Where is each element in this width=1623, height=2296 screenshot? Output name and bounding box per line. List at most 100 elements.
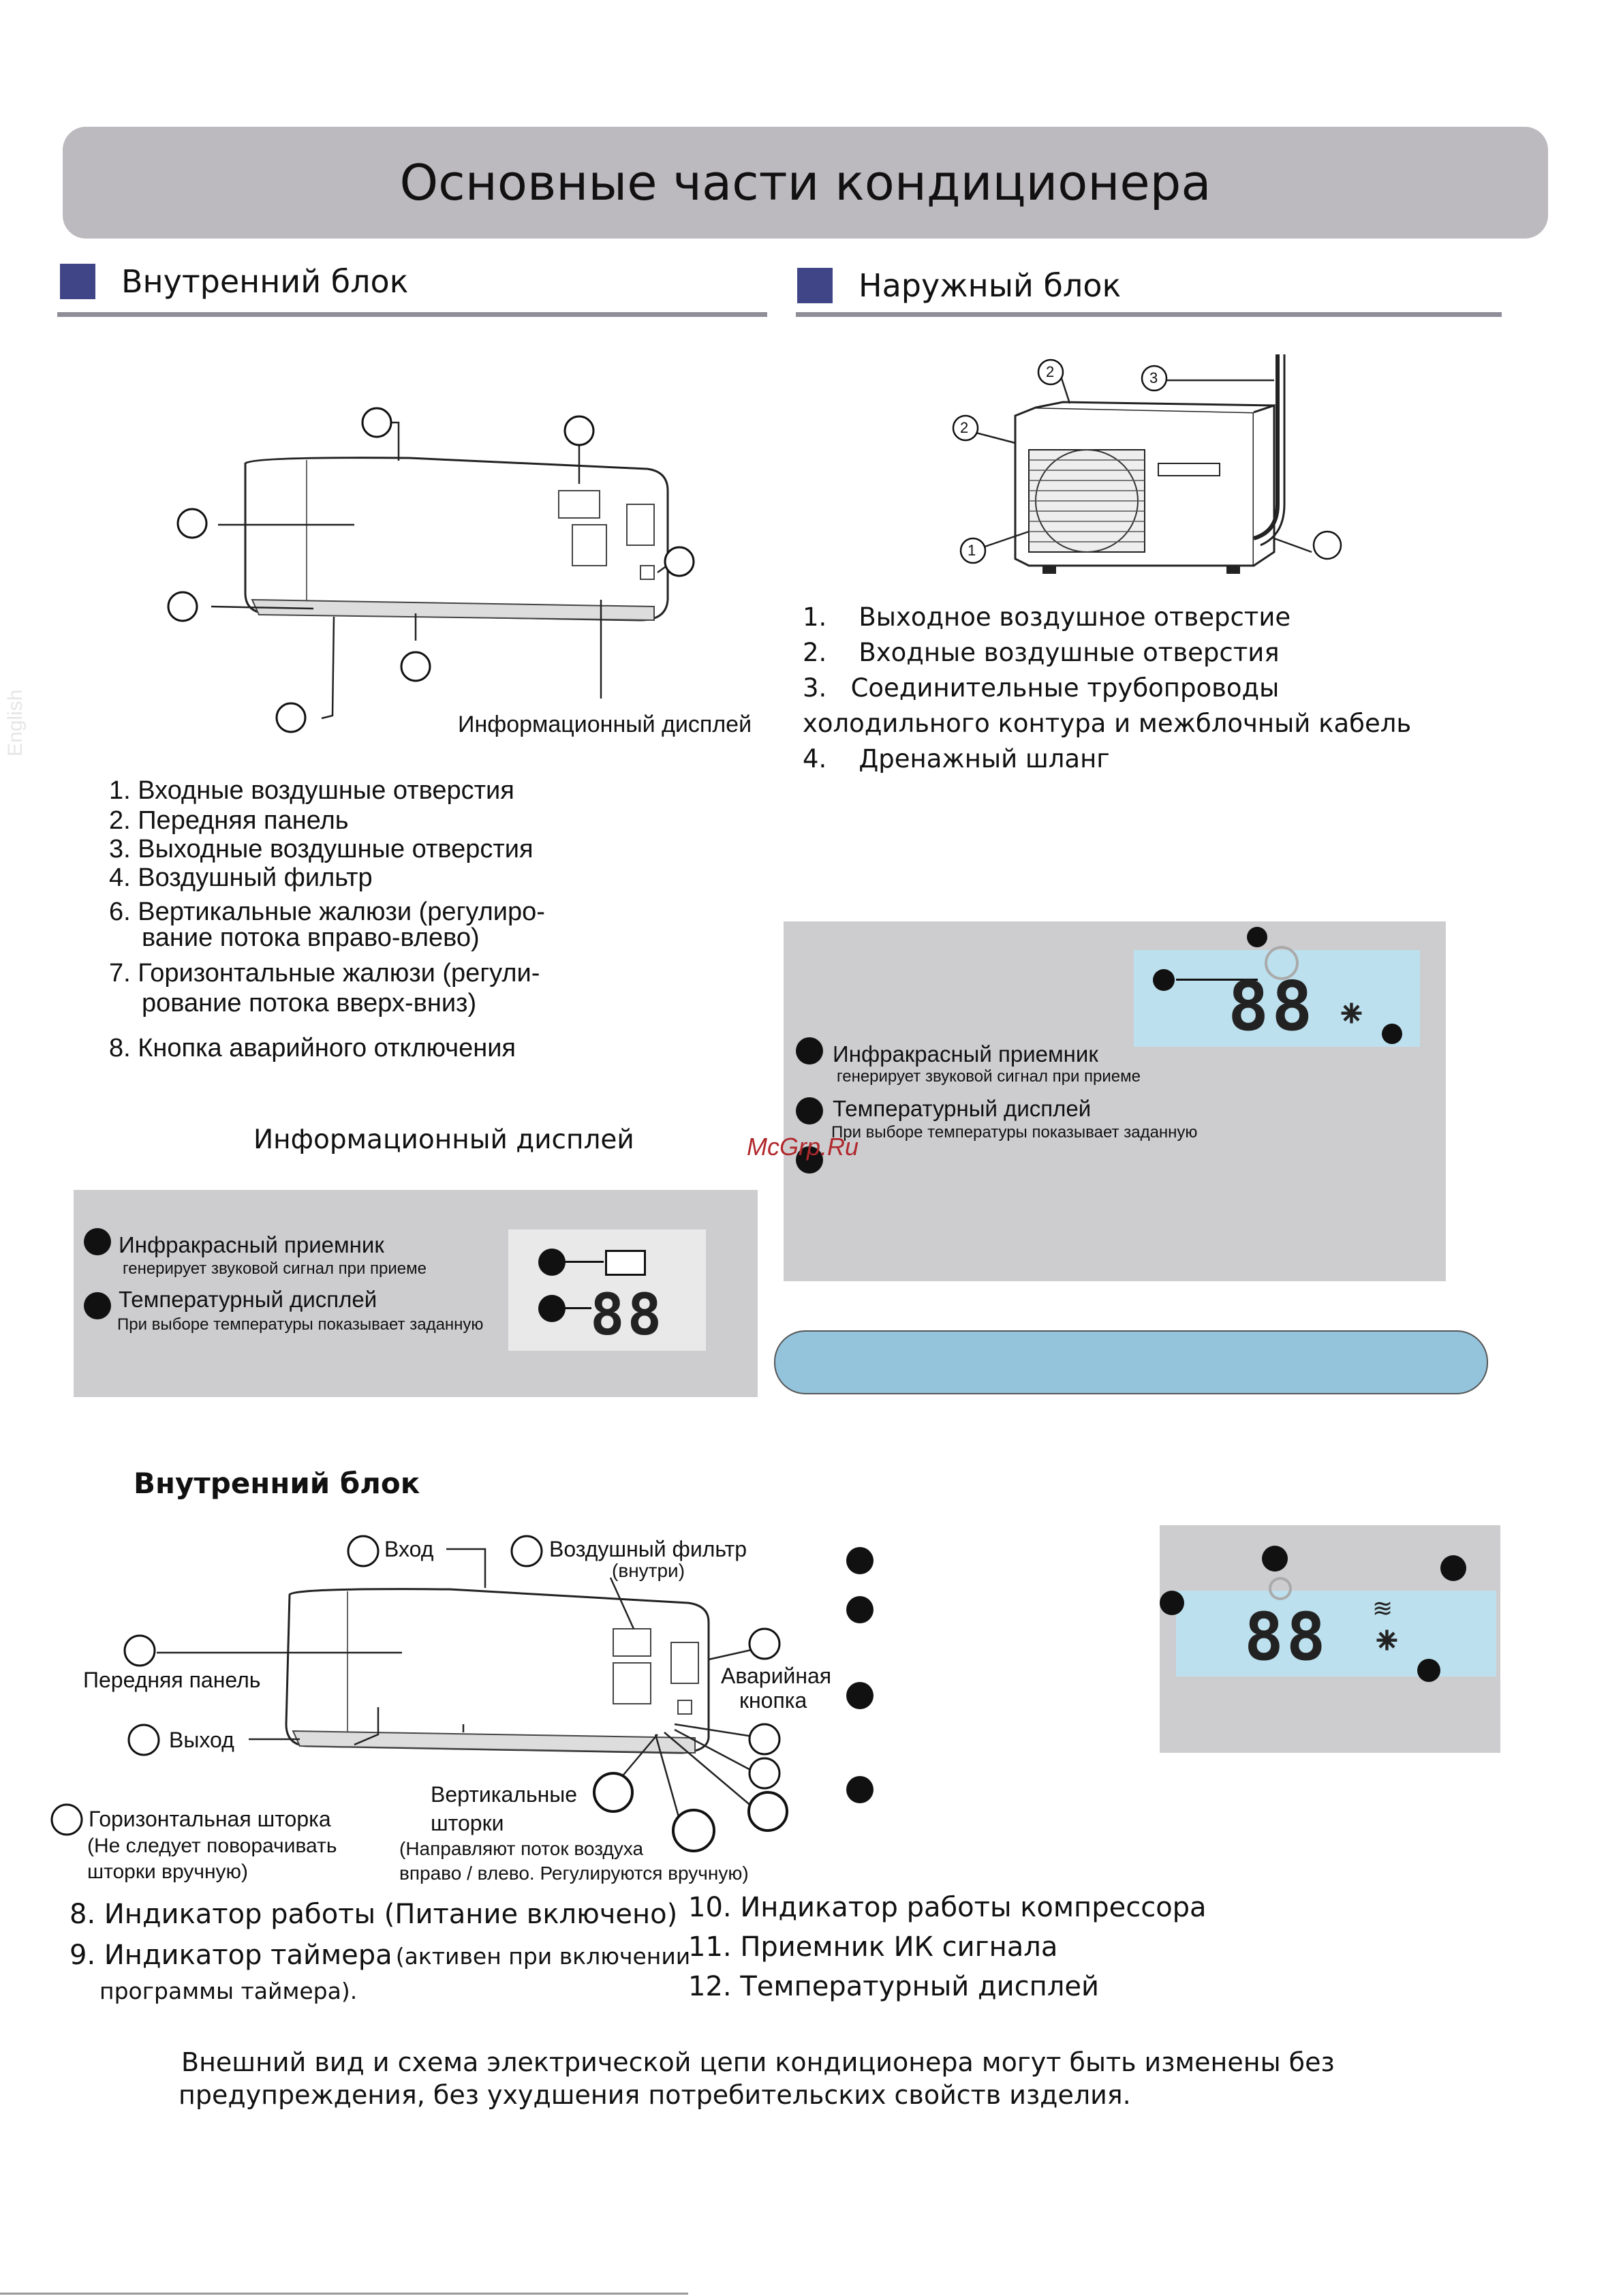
vertical-louver-label-2: шторки <box>431 1811 504 1835</box>
temperature-digits: 88 <box>1244 1599 1329 1675</box>
lcd-right-bullet <box>1417 1659 1440 1682</box>
lcd-line <box>564 1261 604 1263</box>
ir-window-circle <box>1269 1577 1292 1600</box>
title-bar: Основные части кондиционера <box>63 127 1548 239</box>
filter-label: Воздушный фильтр <box>549 1537 747 1561</box>
front-panel-label: Передняя панель <box>83 1668 261 1692</box>
indoor-unit-diagram-2 <box>285 1588 710 1754</box>
outdoor-unit-diagram <box>952 354 1342 574</box>
list-item: рование потока вверх-вниз) <box>142 989 477 1017</box>
bottom-item-8: 8. Индикатор работы (Питание включено) <box>69 1899 678 1930</box>
lcd-bullet-1 <box>538 1249 566 1276</box>
horizontal-louver-sub1: (Не следует поворачивать <box>87 1835 337 1857</box>
section-marker <box>797 268 833 303</box>
lcd-line <box>564 1307 591 1309</box>
vertical-louver-sub1: (Направляют поток воздуха <box>399 1838 644 1859</box>
indoor-heading-text: Внутренний блок <box>121 263 409 300</box>
outdoor-heading-rule <box>796 312 1502 317</box>
temp-display-label: Температурный дисплей <box>833 1096 1092 1121</box>
horizontal-louver-label: Горизонтальная шторка <box>89 1807 331 1831</box>
list-item: 2. Входные воздушные отверстия <box>803 638 1280 667</box>
bottom-item-11: 11. Приемник ИК сигнала <box>688 1931 1058 1963</box>
ir-receiver-desc: генерирует звуковой сигнал при приеме <box>123 1259 427 1278</box>
footer-line-1: Внешний вид и схема электрической цепи к… <box>181 2047 1335 2077</box>
lcd-bullet-1 <box>1153 969 1175 991</box>
lcd-window-small: 88 ≋ ⁕ <box>1176 1591 1496 1677</box>
bullet-8 <box>846 1547 874 1574</box>
list-item: 1. Входные воздушные отверстия <box>109 776 514 805</box>
outdoor-callout-1: 1 <box>968 542 976 559</box>
lcd-bullet-2 <box>538 1295 566 1322</box>
bullet-10 <box>846 1682 874 1709</box>
lcd-window-left: 88 <box>508 1229 706 1351</box>
bottom-item-10: 10. Индикатор работы компрессора <box>688 1892 1207 1923</box>
section-marker <box>60 264 95 299</box>
emergency-label-2: кнопка <box>739 1688 807 1713</box>
info-display-title: Информационный дисплей <box>253 1124 634 1155</box>
ir-window <box>605 1250 646 1276</box>
bottom-item-9-cont: программы таймера). <box>99 1978 358 2004</box>
list-item: холодильного контура и межблочный кабель <box>803 709 1412 738</box>
bottom-item-12: 12. Температурный дисплей <box>688 1971 1099 2002</box>
temp-display-desc: При выборе температуры показывает заданн… <box>117 1315 484 1334</box>
footer-note: Внешний вид и схема электрической цепи к… <box>179 2046 1335 2111</box>
temp-display-bullet <box>796 1097 823 1124</box>
display-panel-right: 88 ⁕ Инфракрасный приемник генерирует зв… <box>784 921 1446 1281</box>
lcd-bullet-3 <box>1382 1024 1402 1044</box>
temp-display-label: Температурный дисплей <box>119 1287 377 1312</box>
lcd-window-right: 88 ⁕ <box>1134 946 1420 1047</box>
diagram-2-leaders <box>50 1535 788 1852</box>
ir-window-bullet <box>1247 927 1267 947</box>
emergency-label: Аварийная <box>721 1664 832 1688</box>
bottom-item-9: 9. Индикатор таймера (активен при включе… <box>69 1940 690 1971</box>
list-item: вание потока вправо-влево) <box>142 923 480 952</box>
page-title: Основные части кондиционера <box>399 154 1211 211</box>
temp-display-desc: При выборе температуры показывает заданн… <box>831 1123 1198 1142</box>
outlet-label: Выход <box>169 1728 234 1752</box>
power-indicator-bullet <box>1262 1546 1288 1572</box>
display-panel-small: 88 ≋ ⁕ <box>1160 1525 1500 1753</box>
outdoor-callout-2b: 2 <box>1046 363 1055 380</box>
list-item: 4. Воздушный фильтр <box>109 863 373 892</box>
outdoor-callout-3: 3 <box>1149 369 1158 386</box>
ir-receiver-label: Инфракрасный приемник <box>833 1041 1098 1067</box>
timer-bullet <box>1440 1555 1466 1581</box>
compressor-icon: ⁕ <box>1371 1619 1403 1664</box>
outdoor-callout-2a: 2 <box>960 419 969 436</box>
ir-receiver-bullet <box>796 1037 823 1065</box>
horizontal-louver-sub2: шторки вручную) <box>87 1861 249 1883</box>
side-language-label: English <box>4 689 27 756</box>
item9-sub: (активен при включении <box>395 1943 691 1970</box>
ir-receiver-label: Инфракрасный приемник <box>119 1232 384 1257</box>
ir-window-circle <box>1265 946 1299 980</box>
temperature-digits: 88 <box>1228 966 1316 1046</box>
outdoor-parts-list: 1. Выходное воздушное отверстие 2. Входн… <box>803 600 1411 777</box>
compressor-icon: ⁕ <box>1335 992 1367 1037</box>
list-item: 3. Соединительные трубопроводы <box>803 673 1280 703</box>
list-item: 7. Горизонтальные жалюзи (регули- <box>109 959 540 988</box>
vertical-louver-sub2: вправо / влево. Регулируются вручную) <box>399 1863 749 1884</box>
blue-banner <box>774 1330 1488 1394</box>
indoor-heading-2: Внутренний блок <box>134 1467 420 1500</box>
display-panel-left: Инфракрасный приемник генерирует звуково… <box>74 1190 758 1397</box>
watermark: McGrp.Ru <box>747 1133 859 1161</box>
list-item: 6. Вертикальные жалюзи (регулиро- <box>109 898 545 926</box>
footer-line-2: предупреждения, без ухудшения потребител… <box>179 2080 1131 2110</box>
outdoor-heading-text: Наружный блок <box>859 267 1122 304</box>
indoor-heading-rule <box>57 312 767 317</box>
bottom-rule <box>0 2293 688 2295</box>
ir-receiver-bullet <box>84 1228 111 1255</box>
inlet-label: Вход <box>384 1537 434 1561</box>
item9-main: 9. Индикатор таймера <box>69 1940 392 1971</box>
list-item: 2. Передняя панель <box>109 806 349 835</box>
info-display-callout: Информационный дисплей <box>458 711 752 737</box>
list-item: 1. Выходное воздушное отверстие <box>803 602 1291 632</box>
list-item: 4. Дренажный шланг <box>803 744 1110 774</box>
vertical-louver-label: Вертикальные <box>431 1782 578 1807</box>
list-item: 8. Кнопка аварийного отключения <box>109 1034 516 1062</box>
indoor-parts-list: 1. Входные воздушные отверстия 2. Передн… <box>109 776 545 1063</box>
filter-sub-label: (внутри) <box>612 1560 685 1581</box>
outdoor-section-heading: Наружный блок <box>797 267 1121 304</box>
indoor-section-heading: Внутренний блок <box>60 263 408 300</box>
temperature-digits: 88 <box>590 1281 665 1348</box>
